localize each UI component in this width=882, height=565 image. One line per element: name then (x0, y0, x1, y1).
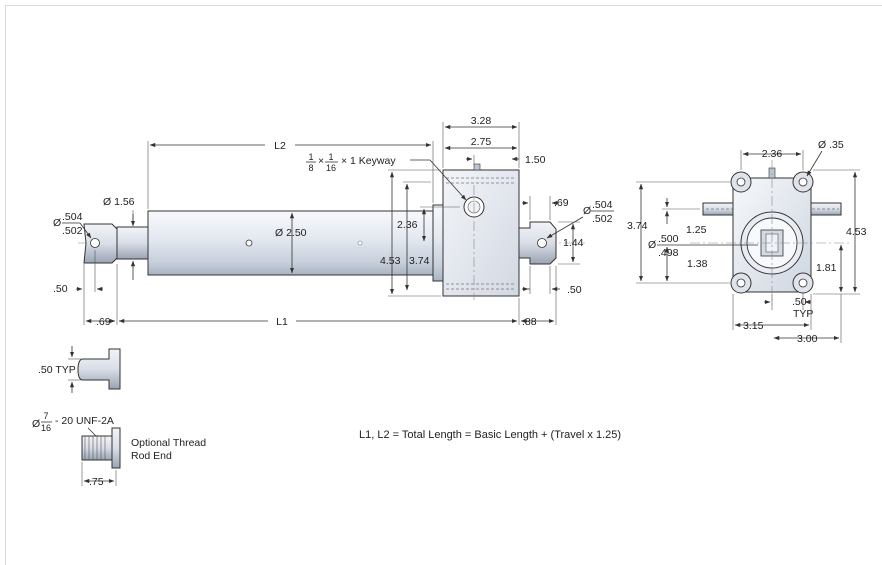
drawing-frame (5, 5, 882, 565)
rod-dia-symbol: Ø (53, 217, 61, 229)
thread-dim-75: .75 (89, 476, 104, 488)
end-view-dimensions: 2.36 Ø .35 3.74 1.25 Ø .500 .498 1.38 4.… (627, 139, 867, 345)
thread-title-2: Rod End (131, 450, 172, 462)
keyway-num2: 1 (328, 152, 333, 162)
dim-l1: L1 (276, 316, 288, 328)
rod (116, 226, 150, 260)
ev-dim-138: 1.38 (687, 258, 708, 270)
pin-dia-symbol: Ø (583, 205, 591, 217)
flange-plate (432, 204, 444, 282)
pin-typ-label: .50 TYP (38, 364, 76, 376)
dim-150: 1.50 (525, 154, 546, 166)
thread-title-1: Optional Thread (131, 437, 206, 449)
dim-50-right: .50 (567, 284, 582, 296)
pin-dia-lower: .502 (592, 213, 613, 225)
length-formula: L1, L2 = Total Length = Basic Length + (… (359, 429, 621, 441)
dim-453: 4.53 (380, 255, 401, 267)
dim-144: 1.44 (563, 237, 584, 249)
thread-detail: Ø 7 16 - 20 UNF-2A Optional Thread Rod E… (32, 411, 206, 488)
ev-bore-lower: .498 (658, 247, 679, 259)
dim-50-left: .50 (53, 283, 68, 295)
dim-374: 3.74 (409, 255, 430, 267)
gearbox-housing (442, 169, 520, 297)
dim-88: .88 (522, 316, 537, 328)
ev-dim-374: 3.74 (627, 220, 648, 232)
dim-dia-156: Ø 1.56 (103, 196, 135, 208)
ev-bore-upper: .500 (658, 233, 679, 245)
ev-dim-typ: TYP (793, 308, 813, 320)
ev-dim-315: 3.15 (743, 320, 764, 332)
dim-l2: L2 (274, 140, 286, 152)
pin-detail: .50 TYP (38, 346, 121, 393)
dim-69-pin: .69 (554, 197, 569, 209)
keyway-num1: 1 (308, 152, 313, 162)
ev-dim-181: 1.81 (816, 262, 837, 274)
ev-dim-50: .50 (792, 296, 807, 308)
ev-dim-236: 2.36 (762, 148, 783, 160)
thread-spec: - 20 UNF-2A (55, 415, 114, 427)
rod-dia-lower: .502 (62, 225, 83, 237)
ev-dim-300: 3.00 (797, 333, 818, 345)
keyway-x: × (318, 155, 324, 167)
end-view (690, 160, 850, 300)
dim-dia-250: Ø 2.50 (275, 227, 307, 239)
rod-dia-upper: .504 (62, 211, 83, 223)
side-view (78, 163, 585, 300)
thread-dia-symbol: Ø (32, 418, 40, 430)
keyway-note: × 1 Keyway (341, 155, 396, 167)
keyway-den2: 16 (326, 163, 336, 173)
dim-275: 2.75 (471, 136, 492, 148)
side-view-dimensions: L2 1 8 × 1 16 × 1 Keyway 3.28 2.75 1.50 … (53, 115, 614, 328)
ev-bore-symbol: Ø (648, 239, 656, 251)
ev-dim-125: 1.25 (686, 224, 707, 236)
dim-328: 3.28 (471, 115, 492, 127)
thread-num: 7 (43, 411, 48, 421)
rod-end (83, 223, 118, 264)
dim-236: 2.36 (397, 219, 418, 231)
keyway-den1: 8 (308, 163, 313, 173)
thread-den: 16 (41, 423, 51, 433)
ev-dim-453: 4.53 (846, 226, 867, 238)
ev-dim-dia35: Ø .35 (818, 139, 844, 151)
dim-69-left: .69 (96, 316, 111, 328)
pin-dia-upper: .504 (592, 199, 613, 211)
